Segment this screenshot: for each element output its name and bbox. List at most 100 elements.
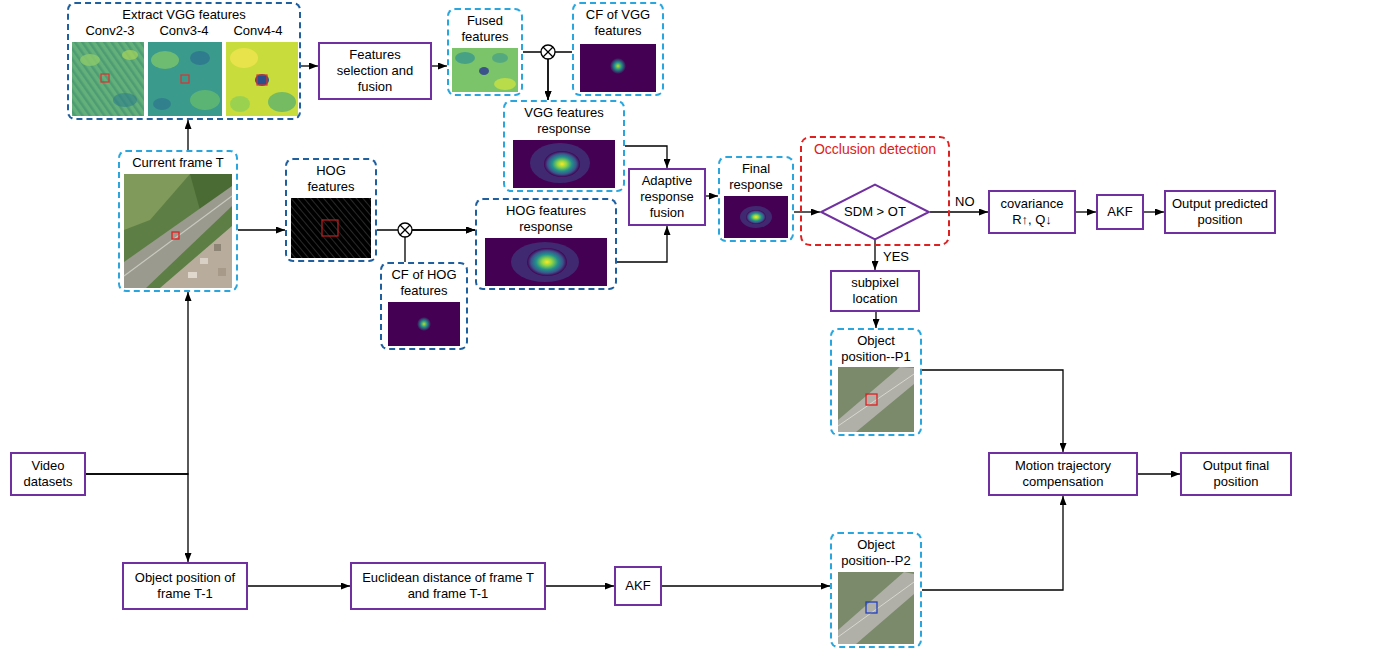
hog-filter-map [388,302,460,346]
output-box: Output predicted position [1164,190,1276,234]
final-response-map-part [740,206,772,228]
node-label: Extract VGG features [122,7,246,23]
aerial-frame [124,174,232,288]
aerial-frame-part [200,258,208,264]
diamond-outline [821,185,929,240]
conv4-4-map [226,42,298,116]
node-label: subpixel location [836,275,914,307]
conv2-3-map-part [80,54,100,66]
node-label: Final response [724,161,788,193]
node-label: HOG features response [481,203,611,235]
decision-diamond: SDM > OT [820,184,930,240]
aerial-frame-part [124,174,190,230]
aerial-frame-part [172,232,179,239]
input-box: Video datasets [10,452,86,496]
conv4-4-map-part [268,92,296,112]
connector-arrow [548,52,572,100]
conv2-3-map-part [101,74,109,82]
node-label: Occlusion detection [814,141,936,157]
multiply-symbol [398,223,412,237]
conv4-4-map-part [255,74,269,86]
conv3-4-map-part [151,51,179,69]
connector-arrow [930,211,988,212]
fused-feature-map [452,48,518,92]
node-label: Object position--P1 [836,333,916,365]
conv4-4-map-part [230,48,258,68]
connector-arrow [523,52,548,100]
position-panel: Object position--P1 [830,328,922,436]
hog-response-map-part [485,238,607,286]
layer-label: Conv3-4 [147,23,221,39]
connector-arrow [794,211,820,212]
vgg-response-map-part [513,140,615,188]
response-panel: Final response [718,156,794,242]
hog-map-part [291,198,371,258]
node-label: Features selection and fusion [324,47,426,95]
hog-response-map-part [527,248,567,276]
conv3-4-map-part [190,51,210,65]
detection-group: Occlusion detectionSDM > OT [800,136,950,246]
object-crop-p2-part [838,572,914,644]
hog-response-map-part [511,242,579,282]
conv3-4-map-part [148,42,222,116]
connector-arrow [662,585,830,586]
node-label: Current frame T [132,155,224,171]
connector-arrow [922,496,1063,590]
connector-arrow [432,65,447,66]
process-box: Features selection and fusion [318,42,432,100]
response-panel: VGG features response [503,100,625,192]
hog-map [291,198,371,258]
final-response-map-part [746,210,766,224]
connector-arrow [301,65,318,66]
vgg-filter-map-part [610,58,626,74]
position-panel: Object position--P2 [830,532,922,648]
object-crop-p2 [838,572,914,644]
object-crop-p1-part [838,367,914,432]
hog-filter-map-part [388,302,460,346]
hog-map-part [322,220,338,236]
response-panel: HOG features response [475,198,617,290]
feature-panel: Extract VGG featuresConv2-3Conv3-4Conv4-… [67,2,301,120]
connector-arrow [405,230,475,262]
connector-arrow [86,474,188,562]
conv4-4-map-part [230,96,250,112]
connector-arrow [187,120,188,150]
vgg-filter-map [580,44,656,92]
object-crop-p1-part [866,394,877,405]
multiply-symbol-part [400,225,410,235]
node-label: Object position--P2 [836,537,916,569]
fused-feature-map-part [455,52,475,64]
node-label: Motion trajectory compensation [994,458,1132,490]
node-label: AKF [625,578,650,594]
connector-arrow [238,229,285,230]
conv4-4-map-part [226,42,298,116]
hog-filter-map-part [417,317,431,331]
conv2-3-map-part [113,93,137,107]
vgg-response-map-part [544,151,580,177]
feature-panel: HOG features [285,158,377,262]
process-box: Object position of frame T-1 [122,562,248,610]
conv3-4-map-part [190,90,220,110]
node-label: Object position of frame T-1 [128,570,242,602]
connector-arrow [1144,211,1164,212]
conv4-4-map-part [257,75,267,85]
object-crop-p1-part [838,374,914,426]
node-label: HOG features [291,163,371,195]
aerial-frame-part [188,272,197,278]
hog-response-map [485,238,607,286]
process-box: covariance R↑, Q↓ [988,190,1076,234]
conv3-4-map [148,42,222,116]
connector-arrow [875,312,876,328]
final-response-map-part [724,196,788,238]
connector-arrow [922,370,1063,452]
multiply-symbol-part [541,45,555,59]
vgg-filter-map-part [580,44,656,92]
connector-arrow [546,585,614,586]
process-box: Motion trajectory compensation [988,452,1138,496]
aerial-frame-part [214,244,221,251]
layer-label: Conv2-3 [73,23,147,39]
connector-arrow [617,226,667,262]
fused-feature-map-part [479,67,489,75]
output-box: Output final position [1180,452,1292,496]
node-label: AKF [1107,204,1132,220]
